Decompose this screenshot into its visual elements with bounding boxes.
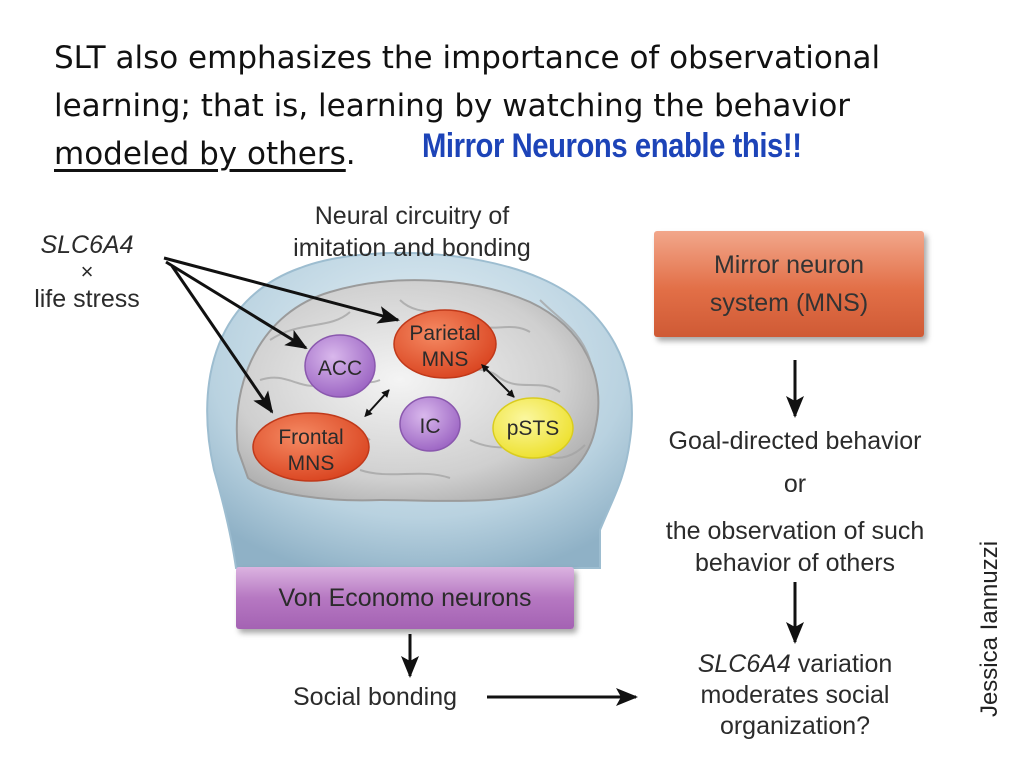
psts-label: pSTS <box>507 417 560 440</box>
social-bonding-label: Social bonding <box>293 683 458 711</box>
parietal-psts-double-arrow <box>481 364 515 398</box>
diagram-title-line-2: imitation and bonding <box>293 234 531 262</box>
parietal-label-1: Parietal <box>409 322 480 345</box>
variation-line-2: moderates social <box>700 681 890 709</box>
times-symbol: × <box>80 259 94 284</box>
goal-directed-behavior-label: Goal-directed behavior <box>668 427 922 455</box>
frontal-label-2: MNS <box>288 452 335 475</box>
observation-label: the observation of such behavior of othe… <box>640 515 950 579</box>
slide-heading: SLT also emphasizes the importance of ob… <box>54 34 954 178</box>
acc-ic-double-arrow <box>364 389 390 418</box>
arrow-to-parietal <box>163 256 400 324</box>
ic-label: IC <box>420 415 441 438</box>
mns-box-line-2: system (MNS) <box>709 289 869 317</box>
mirror-neurons-callout: Mirror Neurons enable this!! <box>422 127 802 165</box>
heading-line-3: modeled by others. <box>54 130 954 178</box>
frontal-label-1: Frontal <box>278 426 343 449</box>
arrow-to-acc <box>165 260 308 350</box>
life-stress-label: life stress <box>34 285 140 313</box>
observation-line-1: the observation of such <box>665 517 925 545</box>
variation-gene: SLC6A4 <box>697 650 791 678</box>
parietal-label-2: MNS <box>422 348 469 371</box>
mirror-neuron-system-box: Mirror neuron system (MNS) <box>654 231 924 337</box>
variation-line-3: organization? <box>719 712 871 740</box>
variation-word: variation <box>790 650 893 678</box>
heading-line-1: SLT also emphasizes the importance of ob… <box>54 40 881 76</box>
arrow-to-frontal <box>170 265 274 414</box>
acc-region <box>304 334 376 398</box>
von-economo-neurons-box: Von Economo neurons <box>236 567 574 629</box>
diagram-title-line-1: Neural circuitry of <box>314 202 510 230</box>
heading-underlined-phrase: modeled by others <box>54 136 346 172</box>
acc-label: ACC <box>318 357 362 380</box>
ic-region <box>399 396 461 452</box>
heading-line-2: learning; that is, learning by watching … <box>54 88 851 124</box>
mns-box-line-1: Mirror neuron <box>713 251 865 279</box>
illustrator-credit: Jessica Iannuzzi <box>976 540 1003 718</box>
observation-line-2: behavior of others <box>694 549 896 577</box>
heading-period: . <box>345 136 356 172</box>
gene-stress-factor: SLC6A4 × life stress <box>22 229 152 315</box>
gene-label: SLC6A4 <box>40 231 134 259</box>
or-label: or <box>783 470 807 498</box>
diagram-title: Neural circuitry of imitation and bondin… <box>262 200 562 264</box>
psts-region <box>492 397 574 459</box>
frontal-mns-region <box>252 412 370 482</box>
variation-line-1: SLC6A4 variation <box>640 649 950 680</box>
parietal-mns-region <box>393 309 497 379</box>
variation-outcome-label: SLC6A4 variation moderates social organi… <box>640 649 950 742</box>
